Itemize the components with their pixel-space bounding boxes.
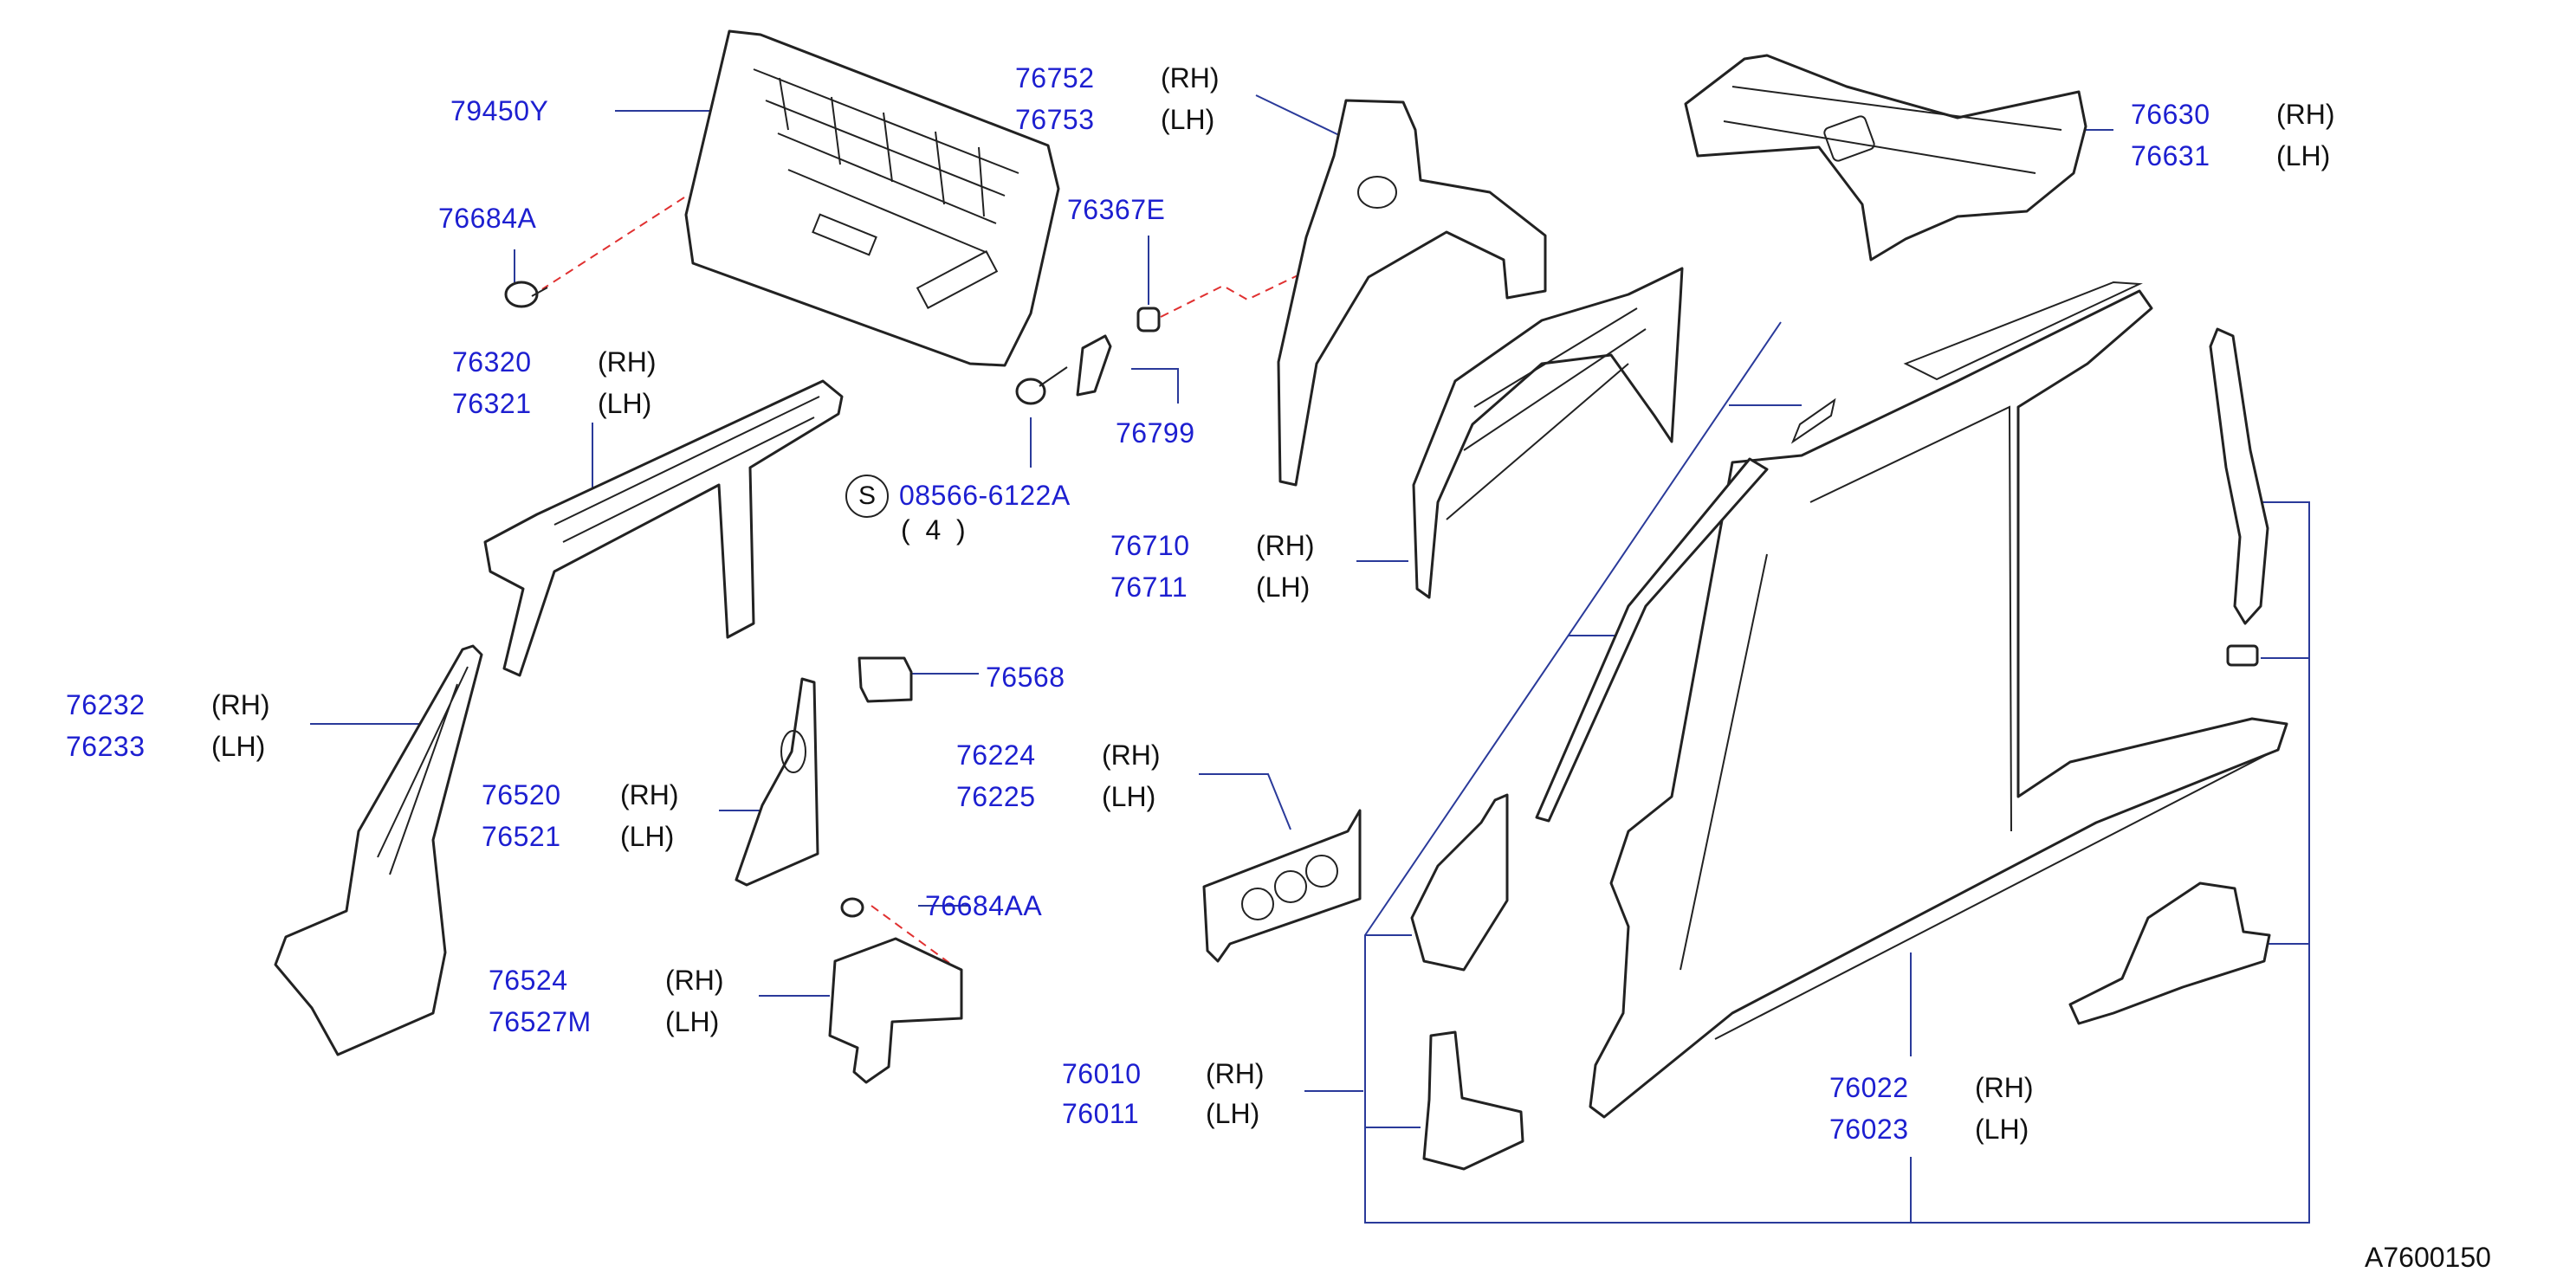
- part-number-76022: 76022: [1829, 1072, 1909, 1103]
- part-76630-rear-panel: [1684, 54, 2087, 262]
- part-76710-wheelhouse-inner: [1412, 267, 1684, 599]
- part-number-76367E: 76367E: [1067, 194, 1166, 225]
- part-number-76521: 76521: [482, 821, 561, 852]
- part-number-76753: 76753: [1015, 104, 1095, 135]
- part-sill-rear-extension: [2068, 881, 2271, 1025]
- part-number-76799: 76799: [1116, 417, 1195, 449]
- side-label-76023: (LH): [1975, 1114, 2029, 1145]
- side-label-76521: (LH): [620, 821, 675, 852]
- part-76684A-screw: [504, 281, 548, 308]
- side-label-76527M: (LH): [665, 1006, 720, 1037]
- part-number-76630: 76630: [2131, 99, 2210, 130]
- side-label-76224: (RH): [1102, 739, 1161, 771]
- side-label-76710: (RH): [1256, 530, 1315, 561]
- part-76568-block: [858, 656, 913, 703]
- part-76022-body-side-outer: [1589, 281, 2288, 1119]
- part-number-76321: 76321: [452, 388, 532, 419]
- part-number-76233: 76233: [66, 731, 146, 762]
- part-weatherstrip: [1535, 457, 1769, 823]
- part-c-pillar-extension: [2209, 327, 2269, 667]
- part-number-76684A: 76684A: [438, 203, 537, 234]
- side-label-76752: (RH): [1161, 62, 1220, 94]
- standard-part-symbol: S: [845, 475, 889, 518]
- diagram-reference-code: A7600150: [2365, 1242, 2491, 1273]
- part-08566-bolt: [1015, 334, 1112, 405]
- part-number-76752: 76752: [1015, 62, 1095, 94]
- side-label-76524: (RH): [665, 965, 724, 996]
- standard-part-quantity: ( 4 ): [901, 514, 966, 546]
- part-number-76225: 76225: [956, 781, 1036, 812]
- part-79450Y-panel: [684, 29, 1060, 367]
- side-label-76232: (RH): [211, 689, 270, 720]
- side-label-76022: (RH): [1975, 1072, 2034, 1103]
- part-76320-roof-rail: [483, 379, 844, 677]
- part-76232-a-pillar: [274, 644, 483, 1056]
- part-number-76023: 76023: [1829, 1114, 1909, 1145]
- side-label-76753: (LH): [1161, 104, 1215, 135]
- side-label-76321: (LH): [598, 388, 652, 419]
- side-label-76711: (LH): [1256, 571, 1311, 603]
- part-number-76232: 76232: [66, 689, 146, 720]
- part-number-76520: 76520: [482, 779, 561, 810]
- part-76752-rear-wheelhouse-outer: [1277, 99, 1547, 487]
- part-number-76711: 76711: [1110, 571, 1188, 603]
- part-number-76631: 76631: [2131, 140, 2210, 171]
- side-label-76520: (RH): [620, 779, 679, 810]
- part-76524-bracket: [828, 897, 963, 1084]
- part-number-76011: 76011: [1062, 1098, 1140, 1129]
- part-76010-sill-front: [1410, 793, 1524, 1171]
- part-76224-reinforcement: [1202, 809, 1362, 963]
- part-number-76524: 76524: [489, 965, 568, 996]
- part-number-76710: 76710: [1110, 530, 1190, 561]
- part-number-76224: 76224: [956, 739, 1036, 771]
- side-label-76233: (LH): [211, 731, 266, 762]
- side-label-76320: (RH): [598, 346, 657, 378]
- part-76520-b-pillar-inner: [735, 677, 819, 887]
- part-number-76527M: 76527M: [489, 1006, 592, 1037]
- part-number-76320: 76320: [452, 346, 532, 378]
- side-label-76630: (RH): [2276, 99, 2335, 130]
- side-label-76011: (LH): [1206, 1098, 1260, 1129]
- part-number-76684AA: 76684AA: [925, 890, 1043, 921]
- part-76367E-clip: [1136, 307, 1161, 333]
- part-number-79450Y: 79450Y: [450, 95, 549, 126]
- side-label-76010: (RH): [1206, 1058, 1265, 1089]
- side-label-76631: (LH): [2276, 140, 2331, 171]
- part-number-08566-6122A: 08566-6122A: [899, 480, 1071, 511]
- part-number-76010: 76010: [1062, 1058, 1142, 1089]
- fastener-dashed-lines: [541, 197, 1335, 964]
- part-number-76568: 76568: [986, 662, 1065, 693]
- side-label-76225: (LH): [1102, 781, 1156, 812]
